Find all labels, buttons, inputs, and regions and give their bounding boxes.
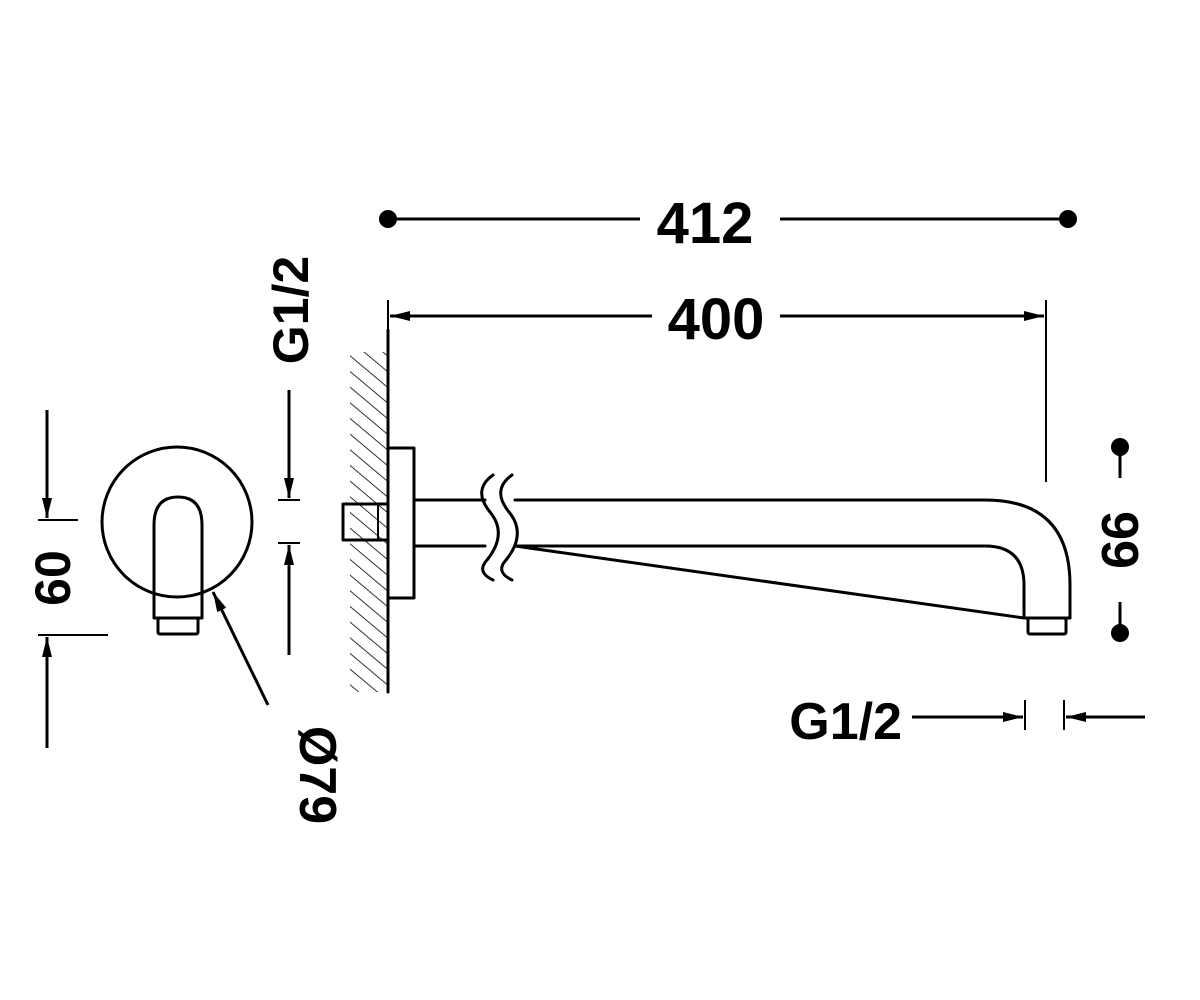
front-view-flange	[100, 445, 254, 599]
side-view-flange	[386, 446, 416, 600]
label-flange-diameter: Ø79	[288, 726, 346, 824]
front-view	[100, 445, 254, 636]
label-drop-height: 99	[1090, 511, 1148, 569]
dimension-outlet-thread: G1/2	[789, 693, 1145, 751]
wall	[350, 328, 390, 694]
dimension-inlet-thread: G1/2	[263, 256, 319, 655]
front-view-arm	[152, 495, 204, 620]
dimension-drop-height: 99	[1090, 438, 1148, 642]
label-outlet-thread: G1/2	[789, 693, 902, 751]
label-overall-length: 412	[657, 191, 754, 256]
dimension-flange-height: 60	[25, 410, 108, 748]
label-arm-length: 400	[668, 287, 765, 352]
side-view	[341, 446, 1072, 636]
side-view-outlet-nut	[1026, 616, 1068, 636]
side-view-arm	[412, 498, 1072, 620]
dimension-arm-length: 400	[387, 287, 1047, 482]
front-view-outlet-nut	[156, 616, 200, 636]
label-flange-height: 60	[25, 550, 81, 606]
dimension-flange-diameter: Ø79	[211, 591, 346, 824]
dimension-overall-length: 412	[379, 191, 1077, 256]
side-view-break	[480, 473, 519, 582]
wall-hatch	[350, 352, 388, 692]
label-inlet-thread: G1/2	[263, 256, 319, 364]
